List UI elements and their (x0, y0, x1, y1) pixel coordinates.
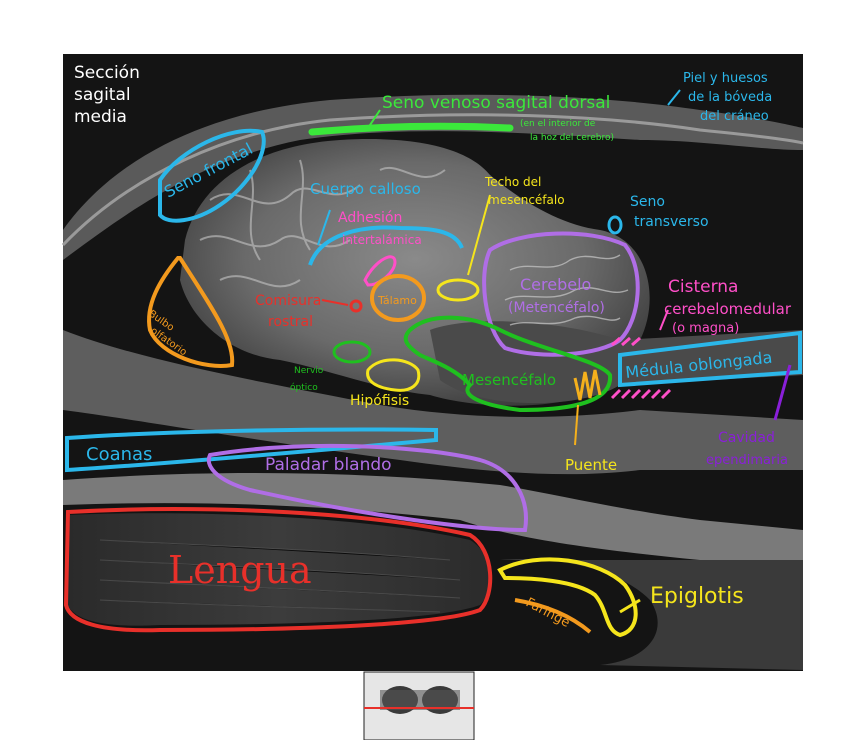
epiglotis-outline (497, 557, 638, 638)
label-seno-transverso-2: transverso (634, 214, 709, 230)
faringe-outline (514, 598, 592, 634)
label-piel-1: Piel y huesos (683, 71, 768, 86)
label-techo-1: Techo del (484, 175, 541, 189)
techo-outline (436, 278, 480, 302)
title-line1: Sección (74, 63, 140, 83)
label-cerebelo-1: Cerebelo (520, 275, 591, 294)
label-puente: Puente (565, 456, 617, 474)
reference-thumbnail (363, 671, 475, 740)
puente-mark (573, 369, 602, 401)
cuerpo-calloso-outline (308, 225, 464, 266)
palate-band (63, 473, 803, 560)
label-nervio-2: óptico (290, 382, 318, 393)
bulbo-outline (147, 256, 235, 368)
label-comisura-1: Comisura (255, 293, 321, 309)
paladar-outline (206, 443, 528, 533)
seno-venoso-arrow (367, 109, 381, 129)
epiglotis-arrow (619, 598, 641, 614)
comisura-arrow (321, 299, 349, 306)
label-seno-venoso-note2: la hoz del cerebro) (530, 133, 614, 143)
label-paladar: Paladar blando (265, 455, 392, 475)
label-cisterna-2: cerebelomedular (664, 300, 792, 318)
label-cerebelo-2: (Metencéfalo) (508, 300, 605, 316)
label-techo-2: mesencéfalo (488, 193, 565, 207)
coanas-outline (65, 427, 438, 473)
label-cisterna-3: (o magna) (672, 321, 739, 336)
mesencefalo-outline (403, 315, 613, 413)
label-seno-venoso: Seno venoso sagital dorsal (382, 93, 610, 113)
cavidad-arrow (773, 364, 792, 421)
label-nervio-1: Nervio (294, 366, 324, 376)
label-comisura-2: rostral (268, 314, 313, 330)
pharynx-tissue (500, 559, 803, 670)
label-seno-transverso-1: Seno (630, 194, 665, 210)
label-piel-2: de la bóveda (688, 90, 772, 105)
seno-frontal-outline (158, 128, 266, 223)
label-seno-venoso-note1: (en el interior de (520, 119, 596, 129)
adhesion-outline (363, 255, 397, 287)
piel-arrow (667, 89, 681, 106)
label-cisterna-1: Cisterna (668, 277, 738, 297)
title-line2: sagital (74, 85, 131, 105)
title-line3: media (74, 107, 127, 127)
tongue-fibers (99, 539, 461, 613)
label-adhesion-1: Adhesión (338, 210, 402, 226)
label-cuerpo-calloso: Cuerpo calloso (310, 180, 421, 198)
cisterna-arrow (659, 309, 669, 331)
puente-arrow (574, 404, 579, 446)
cuerpo-calloso-arrow (317, 209, 331, 246)
label-epiglotis: Epiglotis (650, 584, 744, 609)
cerebelo-folia (504, 254, 629, 326)
label-talamo: Tálamo (377, 294, 417, 307)
label-hipofisis: Hipófisis (350, 393, 409, 409)
comisura-outline (349, 299, 363, 313)
seno-transverso-outline (607, 215, 623, 235)
label-piel-3: del cráneo (700, 109, 769, 124)
hipofisis-outline (366, 358, 421, 392)
label-lengua: Lengua (168, 548, 312, 592)
label-coanas: Coanas (86, 444, 152, 465)
label-cavidad-1: Cavidad (718, 430, 775, 446)
label-adhesion-2: intertalámica (342, 233, 422, 247)
medula-outline (618, 330, 802, 388)
seno-venoso-outline (308, 122, 514, 136)
label-mesencefalo: Mesencéfalo (462, 371, 556, 389)
cisterna-hatch (610, 336, 672, 400)
lengua-outline (63, 507, 493, 633)
nervio-optico-outline (332, 340, 372, 364)
label-cavidad-2: ependimaria (706, 453, 788, 468)
techo-arrow (467, 194, 491, 276)
nasal-region (63, 330, 803, 475)
talamo-outline (370, 274, 426, 322)
